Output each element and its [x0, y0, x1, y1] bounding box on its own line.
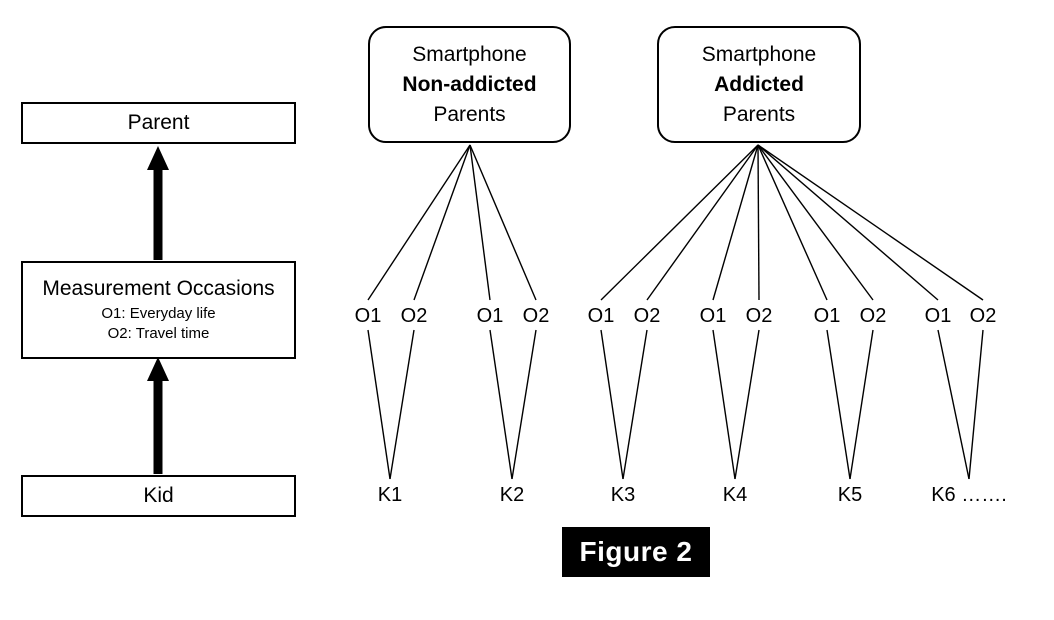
edge-non-addicted-to-K1-O1	[367, 144, 471, 301]
edge-addicted-to-K5-O1	[757, 144, 828, 301]
occasion-label-o2: O2	[633, 305, 661, 327]
hierarchy-connectors	[367, 144, 984, 480]
measurement-occasion-o2: O2: Travel time	[107, 325, 210, 342]
group-addicted-line2: Addicted	[714, 72, 804, 96]
edge-O2-to-K6	[968, 329, 984, 480]
parent-box: Parent	[21, 102, 296, 144]
kid-box-label: Kid	[143, 484, 174, 507]
occasion-label-o1: O1	[354, 305, 382, 327]
occasion-label-o2: O2	[859, 305, 887, 327]
edge-addicted-to-K3-O1	[600, 144, 759, 301]
figure-caption-text: Figure 2	[579, 536, 693, 567]
edge-addicted-to-K3-O2	[646, 144, 759, 301]
parent-box-label: Parent	[127, 111, 190, 134]
edge-O2-to-K5	[849, 329, 874, 480]
edge-O1-to-K2	[489, 329, 513, 480]
kid-label-k1: K1	[377, 484, 403, 506]
occasion-label-o1: O1	[924, 305, 952, 327]
occasion-label-o2: O2	[522, 305, 550, 327]
group-box-addicted: Smartphone Addicted Parents	[657, 26, 861, 143]
group-non-addicted-line2: Non-addicted	[402, 72, 537, 96]
edge-O2-to-K3	[622, 329, 648, 480]
occasion-label-o1: O1	[476, 305, 504, 327]
arrow-measurement-to-parent	[147, 146, 169, 260]
measurement-occasion-o1: O1: Everyday life	[101, 305, 216, 322]
group-box-non-addicted: Smartphone Non-addicted Parents	[368, 26, 571, 143]
kid-box: Kid	[21, 475, 296, 517]
edge-addicted-to-K6-O2	[757, 144, 984, 301]
edge-O1-to-K1	[367, 329, 391, 480]
edge-addicted-to-K4-O2	[757, 144, 760, 301]
edge-non-addicted-to-K2-O2	[469, 144, 537, 301]
edge-O2-to-K2	[511, 329, 537, 480]
edge-addicted-to-K6-O1	[757, 144, 939, 301]
occasion-label-o2: O2	[400, 305, 428, 327]
kid-label-k4: K4	[722, 484, 748, 506]
occasion-label-o1: O1	[587, 305, 615, 327]
group-addicted-line3: Parents	[722, 102, 796, 126]
edge-addicted-to-K4-O1	[712, 144, 759, 301]
edge-O1-to-K3	[600, 329, 624, 480]
figure-caption: Figure 2	[562, 527, 710, 577]
group-non-addicted-line3: Parents	[433, 102, 506, 126]
measurement-occasions-box: Measurement Occasions O1: Everyday life …	[21, 261, 296, 359]
edge-non-addicted-to-K2-O1	[469, 144, 491, 301]
edge-O2-to-K1	[389, 329, 415, 480]
edge-O1-to-K6	[937, 329, 970, 480]
edge-O1-to-K5	[826, 329, 851, 480]
arrow-kid-to-measurement	[147, 357, 169, 474]
measurement-occasions-title: Measurement Occasions	[42, 277, 275, 300]
occasion-label-o2: O2	[969, 305, 997, 327]
group-non-addicted-line1: Smartphone	[412, 42, 527, 66]
occasion-label-o1: O1	[699, 305, 727, 327]
kid-label-k6: K6 …….	[931, 484, 1007, 506]
occasion-label-o1: O1	[813, 305, 841, 327]
occasion-label-o2: O2	[745, 305, 773, 327]
edge-O1-to-K4	[712, 329, 736, 480]
kid-label-k3: K3	[610, 484, 636, 506]
kid-label-k5: K5	[837, 484, 863, 506]
edge-addicted-to-K5-O2	[757, 144, 874, 301]
kid-label-k2: K2	[499, 484, 525, 506]
group-addicted-line1: Smartphone	[701, 42, 817, 66]
edge-non-addicted-to-K1-O2	[413, 144, 471, 301]
edge-O2-to-K4	[734, 329, 760, 480]
